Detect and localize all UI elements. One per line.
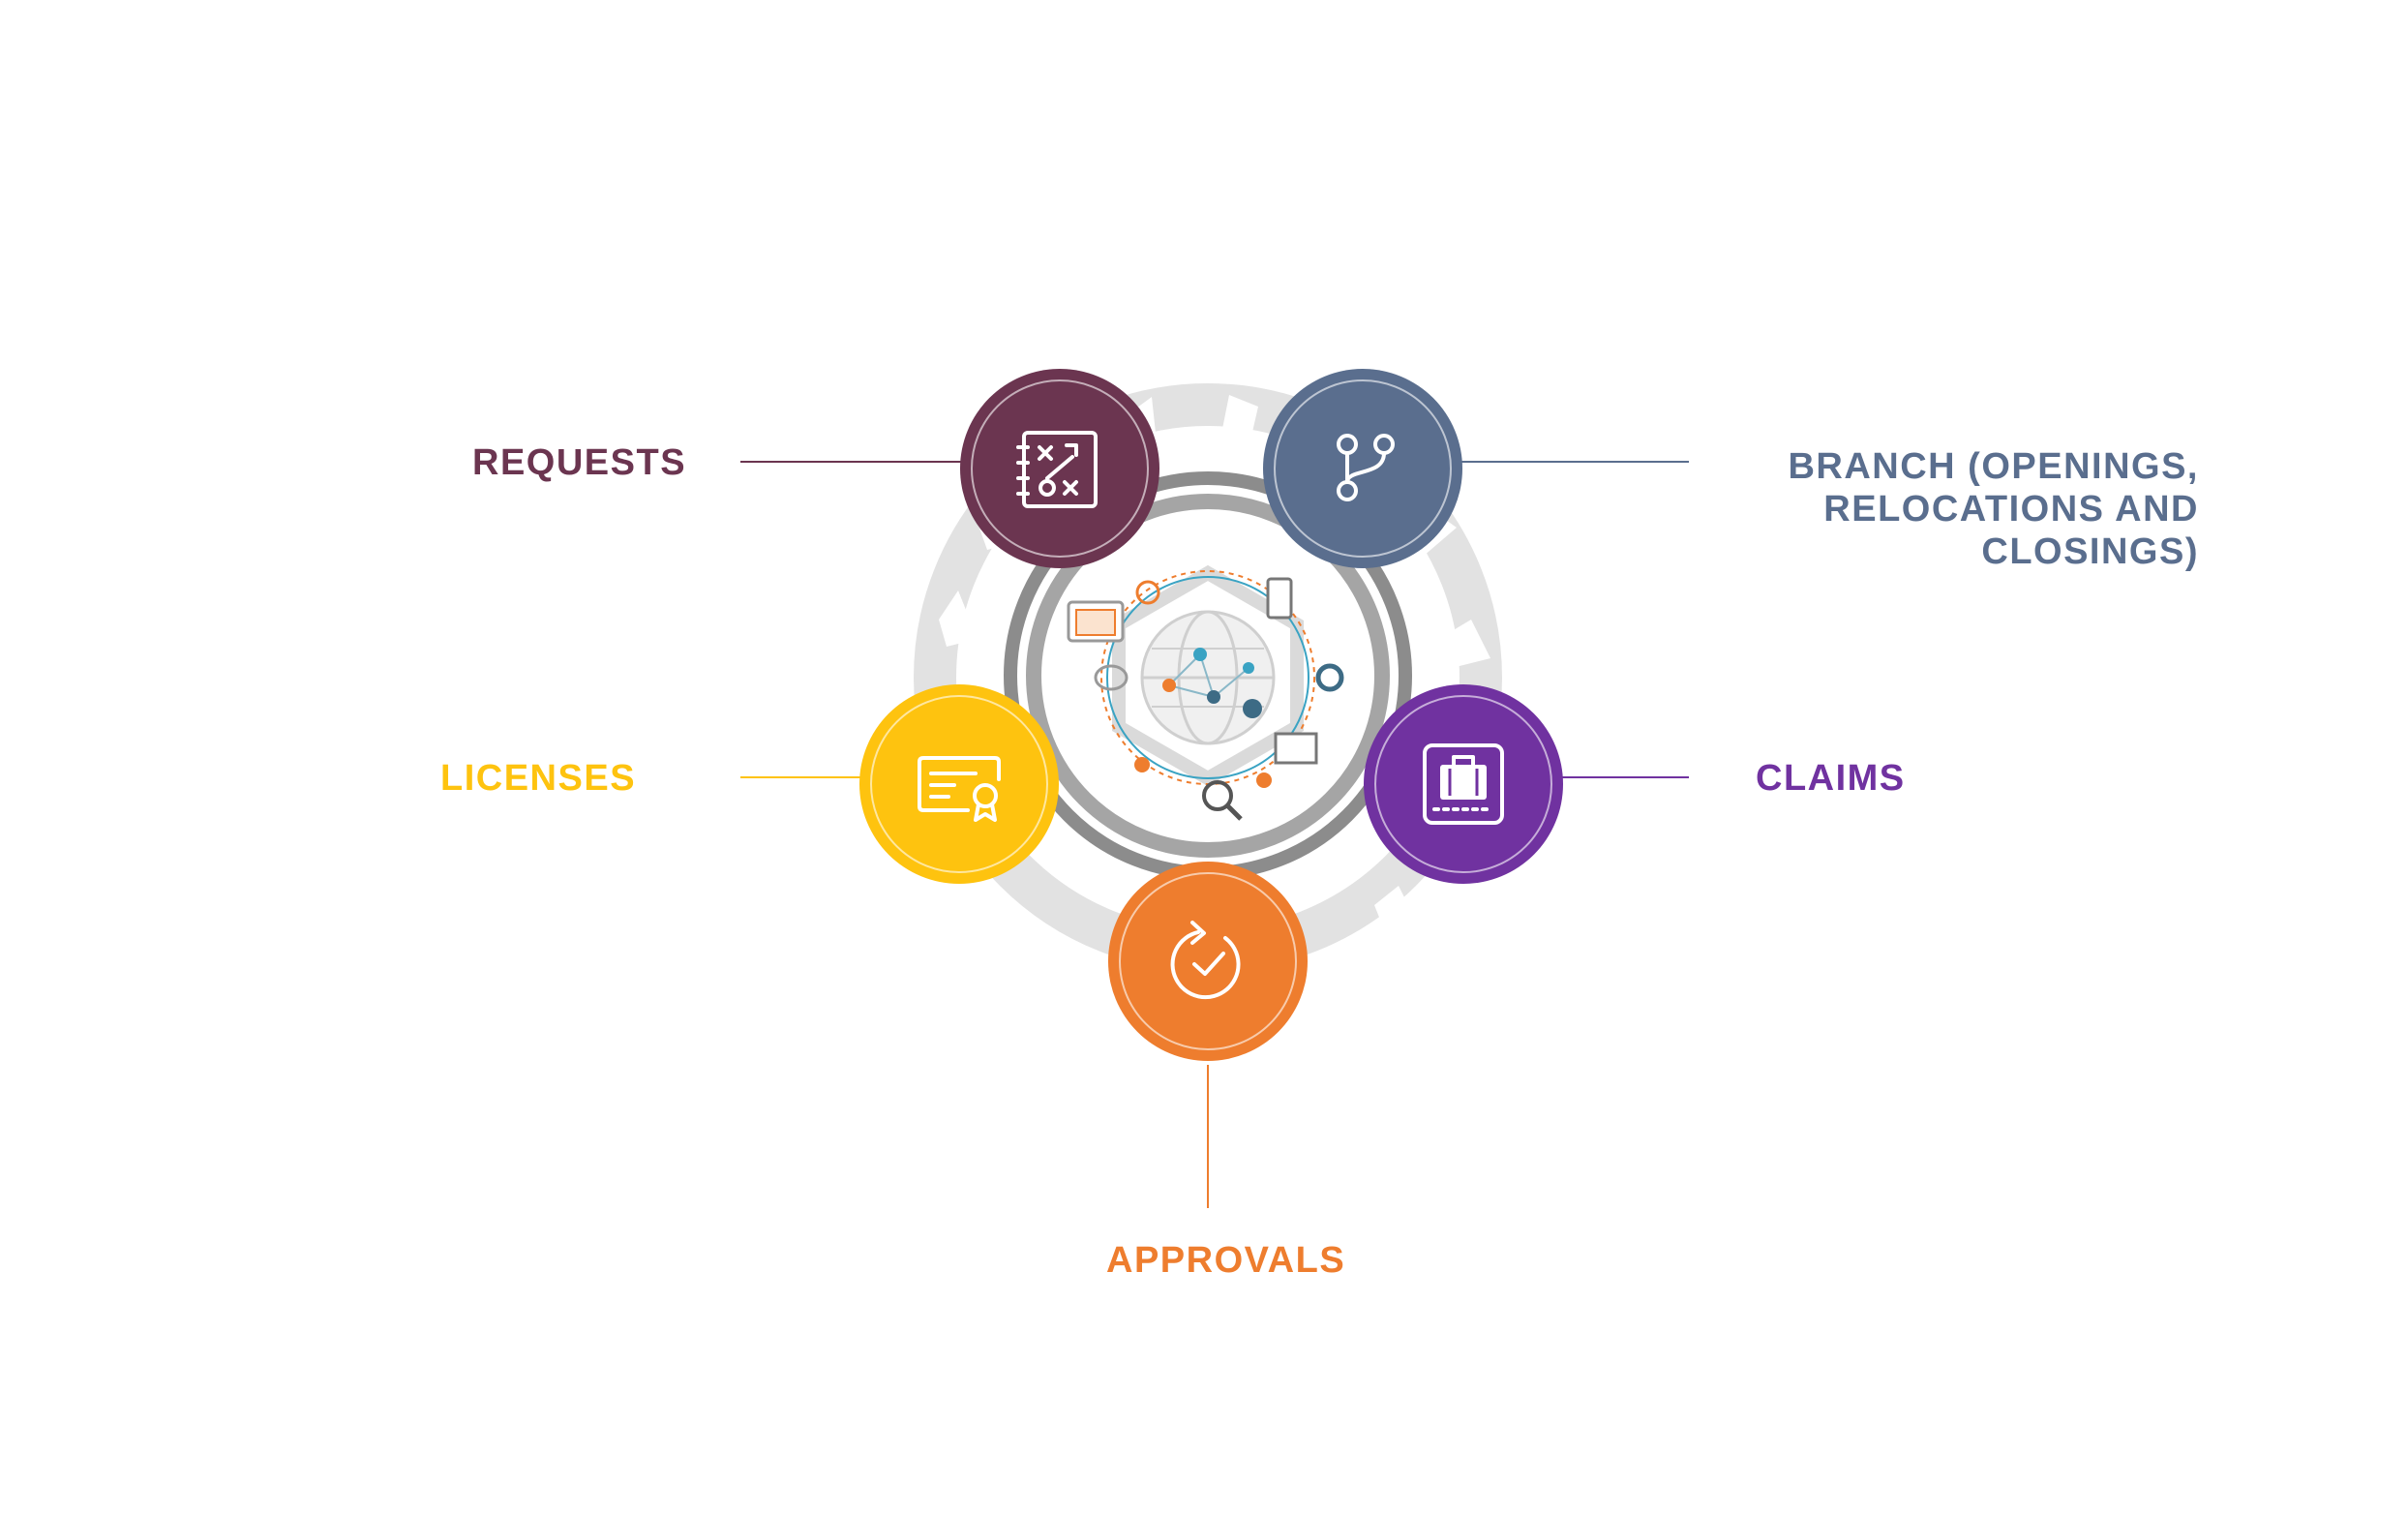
- approvals-label: APPROVALS: [1106, 1240, 1346, 1281]
- git-branch-icon: [1337, 434, 1395, 501]
- claims-node[interactable]: [1364, 684, 1563, 884]
- luggage-claim-icon: [1423, 743, 1504, 825]
- global-network-icon: [1053, 521, 1363, 831]
- certificate-icon: [918, 756, 1001, 822]
- branch-node[interactable]: [1263, 369, 1462, 568]
- claims-label: CLAIMS: [1756, 758, 1906, 799]
- licenses-node[interactable]: [859, 684, 1059, 884]
- requests-node[interactable]: [960, 369, 1159, 568]
- strategy-board-icon: [1016, 431, 1098, 508]
- requests-label: REQUESTS: [472, 442, 687, 483]
- refresh-check-icon: [1170, 921, 1241, 1000]
- approvals-node[interactable]: [1108, 862, 1308, 1061]
- licenses-label: LICENSES: [440, 758, 637, 799]
- branch-label: BRANCH (OPENINGS, RELOCATIONS AND CLOSIN…: [1788, 446, 2199, 572]
